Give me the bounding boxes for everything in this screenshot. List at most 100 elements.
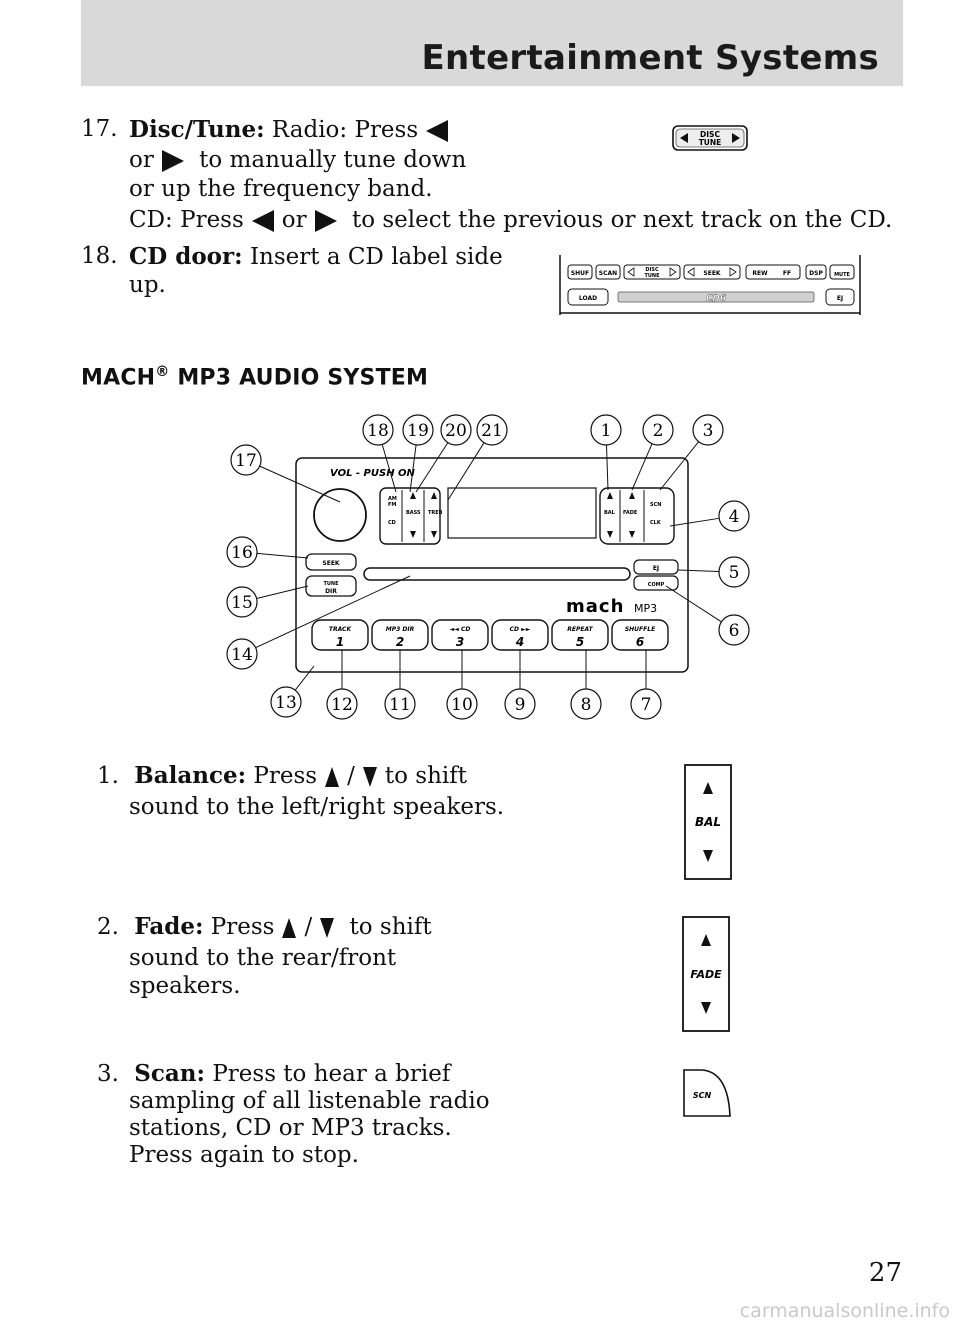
item-label: Balance:: [134, 762, 247, 789]
item-number: 1.: [97, 763, 119, 789]
down-arrow-icon: [362, 767, 377, 787]
callout-circle: [362, 414, 394, 446]
item-3-line1: 3. Scan: Press to hear a brief: [97, 1059, 450, 1089]
callout-leader-line: [409, 444, 417, 493]
item-number: 17.: [81, 116, 118, 142]
section-heading: MACH® MP3 AUDIO SYSTEM: [81, 364, 428, 390]
item-text: Insert a CD label side: [249, 244, 503, 270]
callout-circle: [270, 686, 302, 718]
brand-mp3: MP3: [634, 602, 657, 615]
fade-button-illustration: FADE: [682, 916, 730, 1032]
item-1-line1: 1. Balance: Press/to shift: [97, 761, 467, 791]
item-text: or: [129, 147, 154, 173]
item-text: Radio: Press: [271, 117, 419, 143]
bal-button-illustration: BAL: [684, 764, 732, 880]
brand-logo: mach: [566, 596, 624, 617]
preset-label: CD ►►: [510, 626, 531, 633]
scn-button-illustration: SCN: [683, 1069, 731, 1117]
scan-label: SCAN: [599, 270, 617, 277]
load-label: LOAD: [579, 295, 597, 302]
item-label: Scan:: [134, 1060, 205, 1087]
callout-circle: [230, 444, 262, 476]
preset-button-3: [431, 619, 489, 651]
callout-circle: [446, 688, 478, 720]
down-arrow-icon: [703, 850, 713, 862]
mach-mp3-radio-diagram: VOL - PUSH ON AM FM CD BASS TREB BAL FAD…: [226, 414, 750, 720]
preset-label: REPEAT: [567, 626, 593, 633]
bal-label: BAL: [695, 815, 721, 829]
seek-label: SEEK: [703, 270, 721, 277]
rew-label: REW: [752, 270, 768, 277]
dir-label: DIR: [325, 588, 337, 595]
callout-number: 1: [601, 421, 612, 441]
dsp-label: DSP: [809, 270, 823, 277]
item-17-line2: or to manually tune down: [129, 146, 466, 175]
callout-leader-line: [294, 665, 315, 691]
bass-label: BASS: [406, 510, 421, 516]
callout-circle: [226, 638, 258, 670]
preset-label: ◄◄ CD: [450, 626, 471, 633]
callout-leader-line: [669, 517, 720, 527]
callout-number: 21: [481, 421, 503, 441]
preset-number: 4: [515, 635, 524, 649]
watermark: carmanualsonline.info: [739, 1300, 950, 1322]
tune-label: TUNE: [644, 273, 660, 279]
preset-number: 5: [576, 635, 584, 649]
item-label: Disc/Tune:: [129, 116, 265, 143]
vol-label: VOL - PUSH ON: [330, 468, 416, 479]
item-text: Press to hear a brief: [212, 1061, 451, 1087]
item-label: CD door:: [129, 243, 243, 270]
callout-number: 13: [275, 693, 297, 713]
callout-number: 2: [653, 421, 664, 441]
callout-leader-line: [256, 552, 309, 559]
item-17-line3: or up the frequency band.: [129, 176, 433, 202]
callout-circle: [504, 688, 536, 720]
item-text: /: [304, 914, 313, 940]
callout-number: 7: [641, 695, 652, 715]
callout-circle: [718, 614, 750, 646]
callout-number: 14: [231, 645, 253, 665]
item-text: Press: [253, 763, 318, 789]
disc-tune-button-illustration: DISC TUNE: [672, 125, 748, 151]
callout-number: 4: [729, 507, 740, 527]
callout-circle: [440, 414, 472, 446]
callout-number: 18: [367, 421, 389, 441]
callout-circle: [570, 688, 602, 720]
item-3-line2: sampling of all listenable radio: [129, 1088, 490, 1114]
cd-door-faceplate-illustration: SHUF SCAN DISC TUNE SEEK REW FF DSP MUTE…: [559, 255, 861, 315]
preset-number: 3: [456, 635, 464, 649]
ff-label: FF: [783, 270, 791, 277]
item-2-line2: sound to the rear/front: [129, 945, 397, 971]
preset-button-5: [551, 619, 609, 651]
callout-number: 5: [729, 563, 740, 583]
callout-leader-line: [259, 465, 341, 503]
scn-label: SCN: [693, 1091, 712, 1100]
preset-label: SHUFFLE: [625, 626, 656, 633]
item-3-line3: stations, CD or MP3 tracks.: [129, 1115, 452, 1141]
header-band: Entertainment Systems: [81, 0, 903, 86]
volume-knob: [313, 488, 367, 542]
item-2-line3: speakers.: [129, 973, 241, 999]
callout-number: 12: [331, 695, 353, 715]
ej-label: EJ: [837, 295, 843, 302]
treb-label: TREB: [428, 510, 443, 516]
item-text: CD: Press: [129, 207, 244, 233]
callout-number: 6: [729, 621, 740, 641]
callout-leader-line: [677, 569, 720, 572]
item-3-line4: Press again to stop.: [129, 1142, 359, 1168]
preset-number: 6: [636, 635, 644, 649]
callout-circle: [630, 688, 662, 720]
callout-leader-line: [659, 441, 700, 491]
comp-label: COMP: [648, 582, 665, 588]
callout-number: 16: [231, 543, 253, 563]
callout-circle: [384, 688, 416, 720]
callout-circle: [476, 414, 508, 446]
preset-number: 2: [396, 635, 404, 649]
left-arrow-icon: [680, 133, 688, 143]
cd-label: CD: [388, 520, 396, 526]
tune-label: TUNE: [323, 581, 339, 587]
item-number: 18.: [81, 243, 118, 269]
callout-circle: [226, 536, 258, 568]
